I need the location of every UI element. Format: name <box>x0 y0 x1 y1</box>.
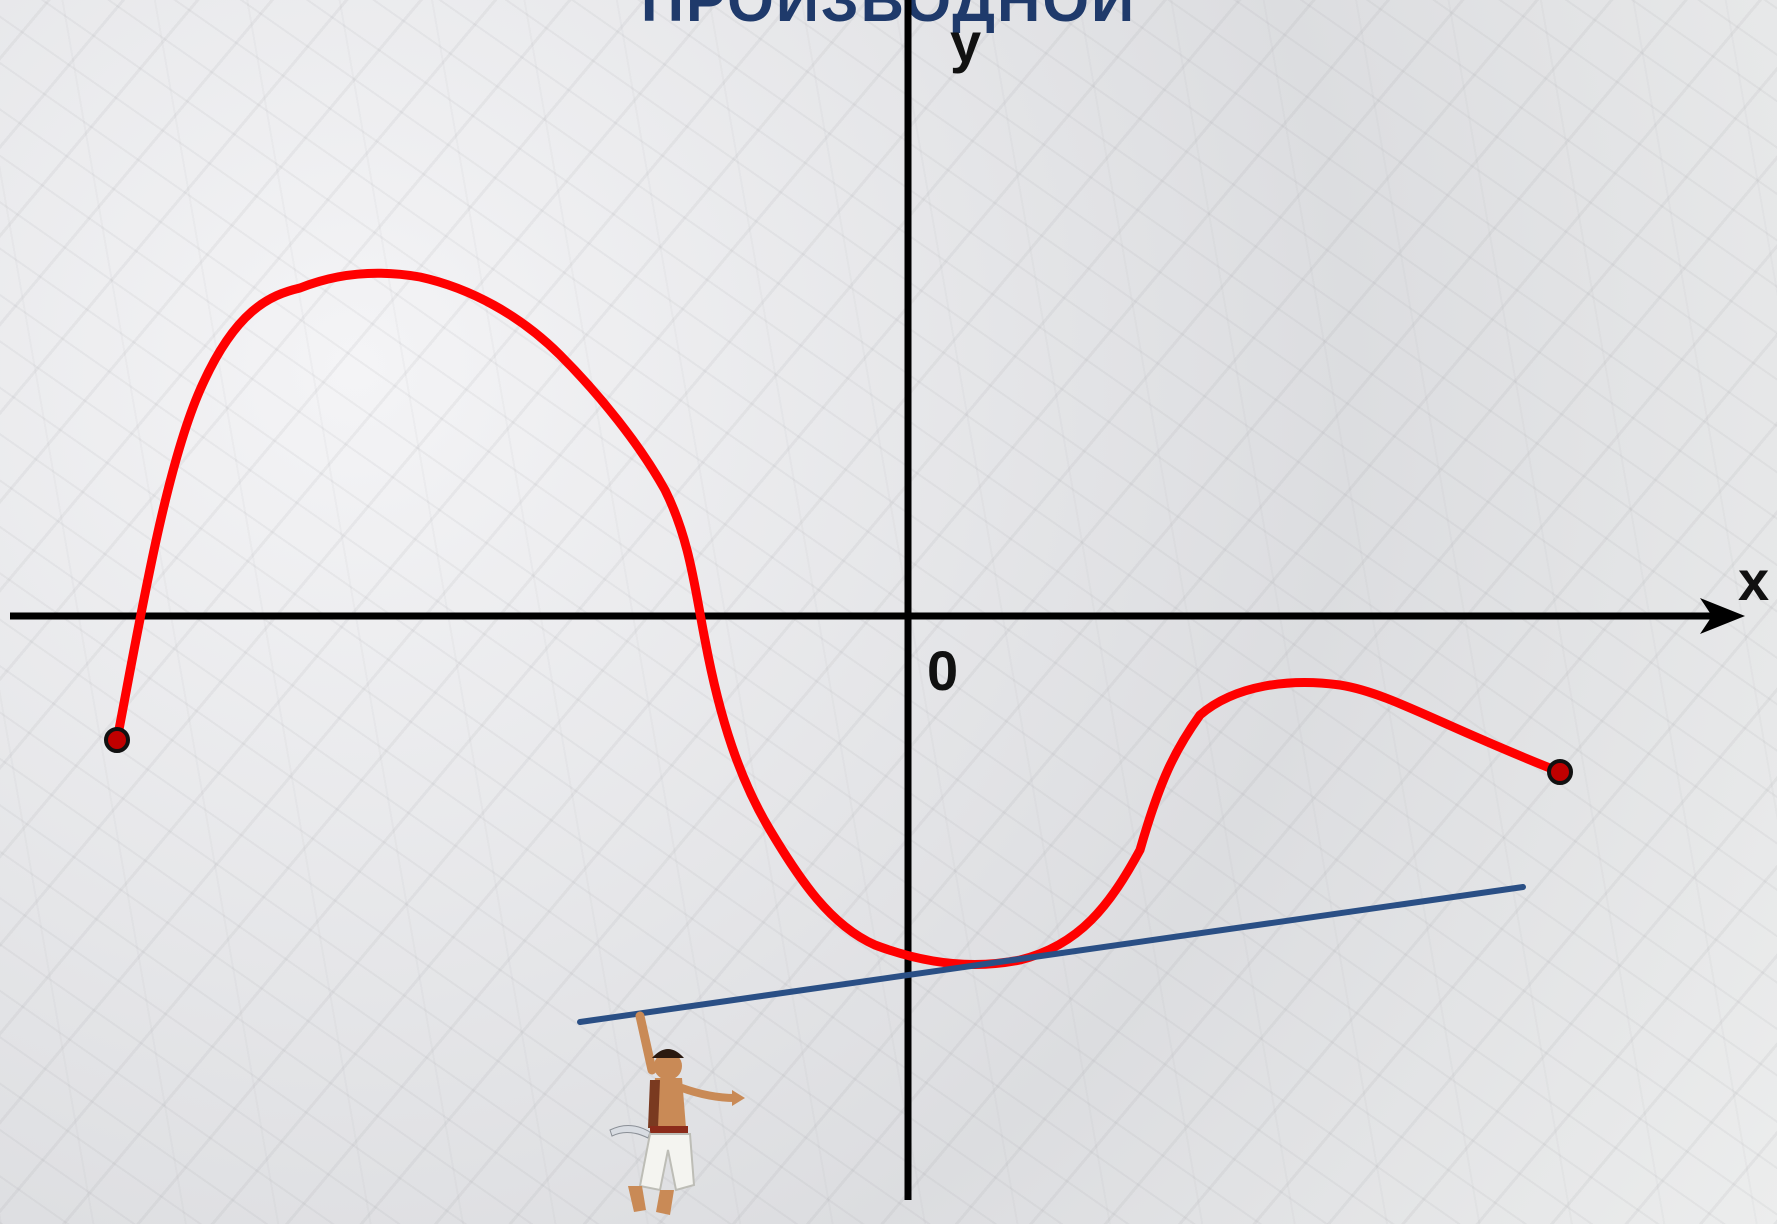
slide-title: ПРОИЗВОДНОЙ <box>640 0 1137 34</box>
x-axis-arrow-icon <box>1700 598 1745 634</box>
curve-start-point <box>104 727 130 753</box>
climbing-figure-icon <box>609 1011 745 1215</box>
curve-end-point <box>1547 759 1573 785</box>
y-axis-label: y <box>950 11 981 74</box>
tangent-line <box>577 884 1526 1025</box>
function-curve <box>112 268 1565 969</box>
x-axis-label: x <box>1738 549 1769 612</box>
origin-label: 0 <box>927 639 958 702</box>
